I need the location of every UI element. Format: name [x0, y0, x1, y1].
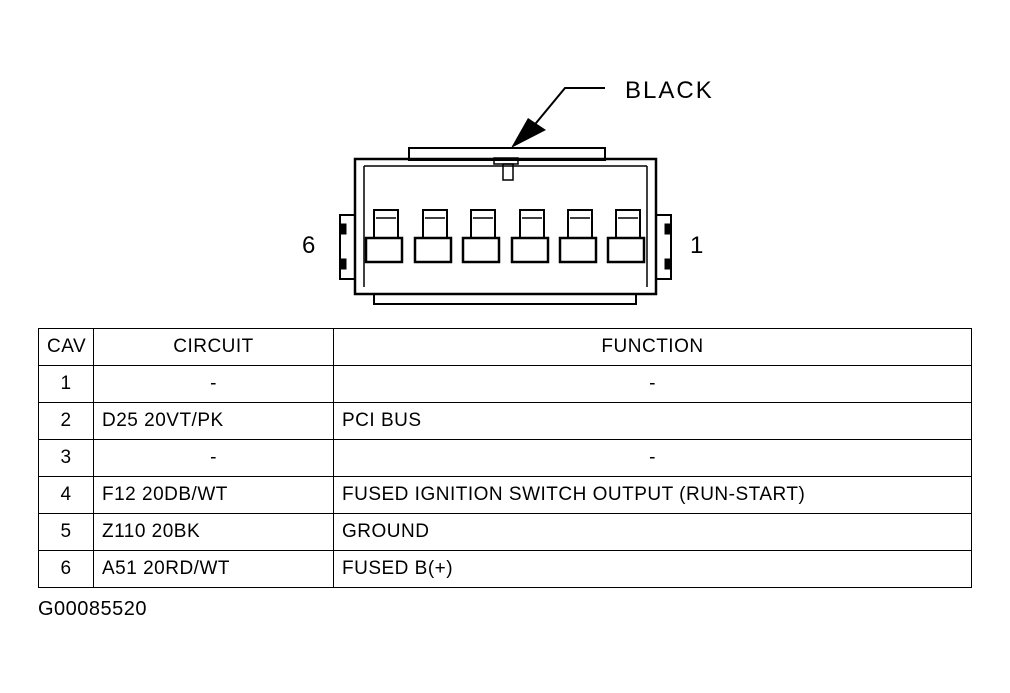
function-cell: FUSED IGNITION SWITCH OUTPUT (RUN-START)	[333, 476, 972, 514]
circuit-cell: -	[93, 365, 334, 403]
cavity-4	[461, 209, 501, 264]
pin-label-right: 1	[690, 232, 703, 259]
table-row: 3 - -	[38, 439, 972, 477]
table-row: 2 D25 20VT/PK PCI BUS	[38, 402, 972, 440]
connector-bottom-ledge	[373, 293, 637, 305]
cav-cell: 3	[38, 439, 94, 477]
function-cell: GROUND	[333, 513, 972, 551]
cavity-3	[510, 209, 550, 264]
connector-diagram: BLACK	[302, 77, 714, 305]
cavity-5	[413, 209, 453, 264]
connector-cavities	[364, 209, 646, 264]
circuit-cell: F12 20DB/WT	[93, 476, 334, 514]
cavity-2	[558, 209, 598, 264]
connector-body	[339, 147, 672, 305]
table-header-row: CAV CIRCUIT FUNCTION	[38, 328, 972, 366]
connector-left-lock	[339, 214, 356, 280]
function-cell: FUSED B(+)	[333, 550, 972, 588]
circuit-cell: A51 20RD/WT	[93, 550, 334, 588]
table-row: 1 - -	[38, 365, 972, 403]
pin-label-left: 6	[302, 232, 315, 259]
cav-cell: 1	[38, 365, 94, 403]
cav-cell: 5	[38, 513, 94, 551]
cav-cell: 6	[38, 550, 94, 588]
pinout-table: CAV CIRCUIT FUNCTION 1 - - 2 D25 20VT/PK…	[38, 328, 972, 588]
header-function: FUNCTION	[333, 328, 972, 366]
circuit-cell: Z110 20BK	[93, 513, 334, 551]
function-cell: -	[333, 365, 972, 403]
cavity-6	[364, 209, 404, 264]
figure-id: G00085520	[38, 598, 148, 620]
function-cell: -	[333, 439, 972, 477]
leader-arrowhead	[511, 118, 546, 148]
cav-cell: 4	[38, 476, 94, 514]
cavity-1	[606, 209, 646, 264]
color-callout: BLACK	[511, 77, 714, 148]
cav-cell: 2	[38, 402, 94, 440]
circuit-cell: -	[93, 439, 334, 477]
connector-color-label: BLACK	[625, 77, 714, 104]
table-row: 4 F12 20DB/WT FUSED IGNITION SWITCH OUTP…	[38, 476, 972, 514]
table-row: 6 A51 20RD/WT FUSED B(+)	[38, 550, 972, 588]
header-circuit: CIRCUIT	[93, 328, 334, 366]
connector-right-lock	[655, 214, 672, 280]
circuit-cell: D25 20VT/PK	[93, 402, 334, 440]
function-cell: PCI BUS	[333, 402, 972, 440]
leader-line	[521, 87, 605, 141]
table-row: 5 Z110 20BK GROUND	[38, 513, 972, 551]
header-cav: CAV	[38, 328, 94, 366]
